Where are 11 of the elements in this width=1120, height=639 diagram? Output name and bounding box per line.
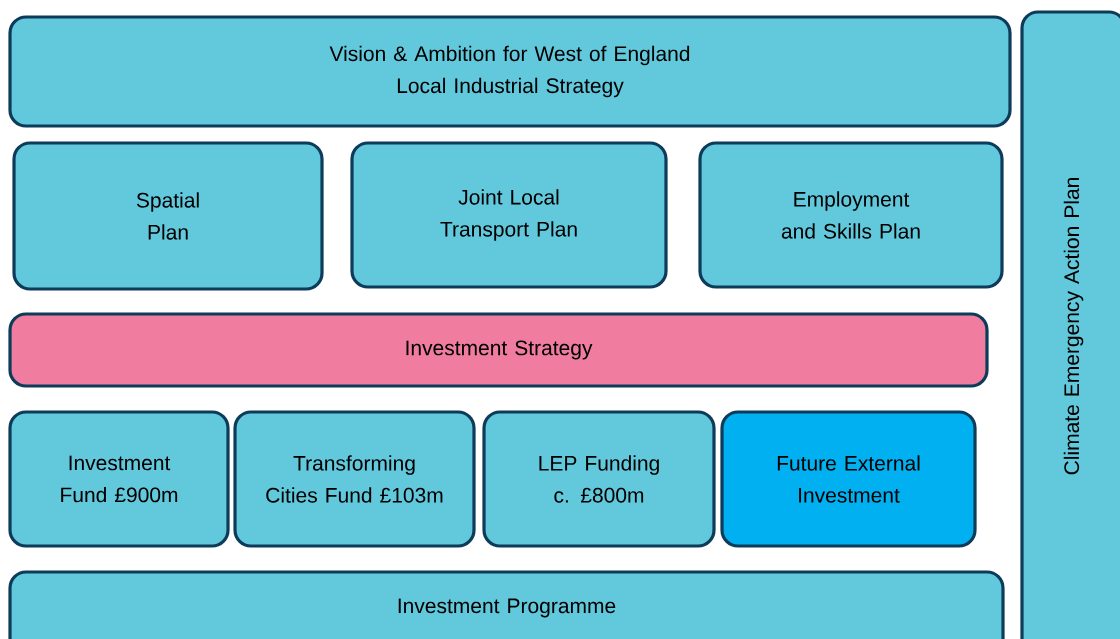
heading-box: Vision & Ambition for West of England Local Industrial Strategy bbox=[8, 15, 1012, 128]
plan-box: Future External Investment bbox=[720, 410, 977, 548]
programme-band: Investment Programme bbox=[8, 570, 1005, 639]
strategy-band: Investment Strategy bbox=[8, 312, 989, 388]
plan-box: Spatial Plan bbox=[12, 141, 324, 291]
plan-box: Investment Fund £900m bbox=[8, 410, 230, 548]
side-band: Climate Emergency Action Plan bbox=[1020, 10, 1120, 639]
plan-box: LEP Funding c. £800m bbox=[482, 410, 716, 548]
plan-box: Employment and Skills Plan bbox=[698, 141, 1004, 289]
plan-box: Joint Local Transport Plan bbox=[350, 141, 668, 289]
plan-box: Transforming Cities Fund £103m bbox=[233, 410, 476, 548]
